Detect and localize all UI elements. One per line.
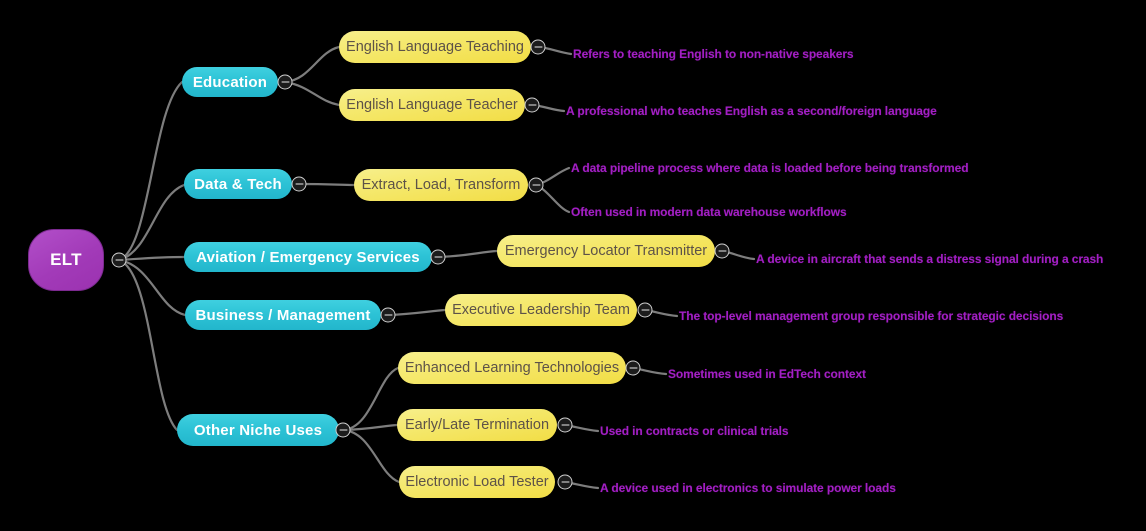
collapse-toggle-icon-business[interactable] (380, 307, 396, 323)
edge-t-root-to-other (117, 258, 179, 432)
term-node-elt-teaching-label: English Language Teaching (346, 39, 524, 55)
description-node-d1[interactable]: Refers to teaching English to non-native… (573, 47, 854, 61)
edge-t-other-to-load-tester (341, 428, 401, 484)
description-node-d9[interactable]: A device used in electronics to simulate… (600, 481, 896, 495)
collapse-toggle-icon-other[interactable] (335, 422, 351, 438)
description-node-d1-label: Refers to teaching English to non-native… (573, 47, 854, 61)
category-node-data-tech-label: Data & Tech (194, 175, 282, 193)
edge-t-other-to-enhanced-lt (341, 366, 400, 432)
collapse-toggle-icon-locator[interactable] (714, 243, 730, 259)
term-node-exec-team-label: Executive Leadership Team (452, 302, 630, 318)
collapse-toggle-icon-data-tech[interactable] (291, 176, 307, 192)
collapse-toggle-icon-elt-teaching[interactable] (530, 39, 546, 55)
term-node-enhanced-lt[interactable]: Enhanced Learning Technologies (398, 352, 626, 384)
category-node-business-label: Business / Management (195, 306, 371, 324)
edge-t-aviation-to-locator (436, 249, 499, 259)
description-node-d9-label: A device used in electronics to simulate… (600, 481, 896, 495)
description-node-d2[interactable]: A professional who teaches English as a … (566, 104, 937, 118)
category-node-data-tech[interactable]: Data & Tech (184, 169, 292, 199)
category-node-business[interactable]: Business / Management (185, 300, 381, 330)
description-node-d3[interactable]: A data pipeline process where data is lo… (571, 161, 969, 175)
term-node-load-tester-label: Electronic Load Tester (405, 474, 549, 490)
category-node-other[interactable]: Other Niche Uses (177, 414, 339, 446)
term-node-early-late[interactable]: Early/Late Termination (397, 409, 557, 441)
edge-t-education-to-elt-teacher (283, 80, 341, 107)
description-node-d6[interactable]: The top-level management group responsib… (679, 309, 1063, 323)
category-node-other-label: Other Niche Uses (193, 421, 323, 439)
term-node-locator-label: Emergency Locator Transmitter (504, 243, 708, 259)
term-node-load-tester[interactable]: Electronic Load Tester (399, 466, 555, 498)
collapse-toggle-icon-root[interactable] (111, 252, 127, 268)
collapse-toggle-icon-aviation[interactable] (430, 249, 446, 265)
term-node-early-late-label: Early/Late Termination (405, 417, 550, 433)
root-node-elt[interactable]: ELT (28, 229, 104, 291)
category-node-education[interactable]: Education (182, 67, 278, 97)
edge-t-business-to-exec-team (386, 308, 447, 317)
collapse-toggle-icon-extract-load[interactable] (528, 177, 544, 193)
category-node-education-label: Education (192, 73, 268, 91)
edge-t-root-to-education (117, 80, 184, 262)
category-node-aviation-label: Aviation / Emergency Services (196, 248, 420, 266)
description-node-d4-label: Often used in modern data warehouse work… (571, 205, 847, 219)
description-node-d5[interactable]: A device in aircraft that sends a distre… (756, 252, 1103, 266)
edge-t-other-to-early-late (341, 423, 399, 432)
term-node-exec-team[interactable]: Executive Leadership Team (445, 294, 637, 326)
edge-t-root-to-aviation (117, 255, 186, 262)
edge-t-root-to-data-tech (117, 183, 186, 262)
category-node-aviation[interactable]: Aviation / Emergency Services (184, 242, 432, 272)
collapse-toggle-icon-enhanced-lt[interactable] (625, 360, 641, 376)
description-node-d8-label: Used in contracts or clinical trials (600, 424, 789, 438)
term-node-enhanced-lt-label: Enhanced Learning Technologies (404, 360, 620, 376)
collapse-toggle-icon-load-tester[interactable] (557, 474, 573, 490)
term-node-extract-load-label: Extract, Load, Transform (361, 177, 521, 193)
description-node-d5-label: A device in aircraft that sends a distre… (756, 252, 1104, 266)
term-node-extract-load[interactable]: Extract, Load, Transform (354, 169, 528, 201)
root-node-elt-label: ELT (50, 250, 82, 269)
collapse-toggle-icon-early-late[interactable] (557, 417, 573, 433)
collapse-toggle-icon-exec-team[interactable] (637, 302, 653, 318)
description-node-d4[interactable]: Often used in modern data warehouse work… (571, 205, 847, 219)
edge-t-data-tech-to-extract-load (297, 182, 356, 187)
description-node-d8[interactable]: Used in contracts or clinical trials (600, 424, 789, 438)
edge-t-education-to-elt-teaching (283, 45, 341, 84)
description-node-d2-label: A professional who teaches English as a … (566, 104, 937, 118)
description-node-d6-label: The top-level management group responsib… (679, 309, 1064, 323)
description-node-d7[interactable]: Sometimes used in EdTech context (668, 367, 866, 381)
term-node-elt-teacher-label: English Language Teacher (346, 97, 518, 113)
collapse-toggle-icon-elt-teacher[interactable] (524, 97, 540, 113)
collapse-toggle-icon-education[interactable] (277, 74, 293, 90)
description-node-d7-label: Sometimes used in EdTech context (668, 367, 866, 381)
term-node-elt-teacher[interactable]: English Language Teacher (339, 89, 525, 121)
edge-t-root-to-business (117, 258, 187, 317)
term-node-elt-teaching[interactable]: English Language Teaching (339, 31, 531, 63)
description-node-d3-label: A data pipeline process where data is lo… (571, 161, 969, 175)
term-node-locator[interactable]: Emergency Locator Transmitter (497, 235, 715, 267)
